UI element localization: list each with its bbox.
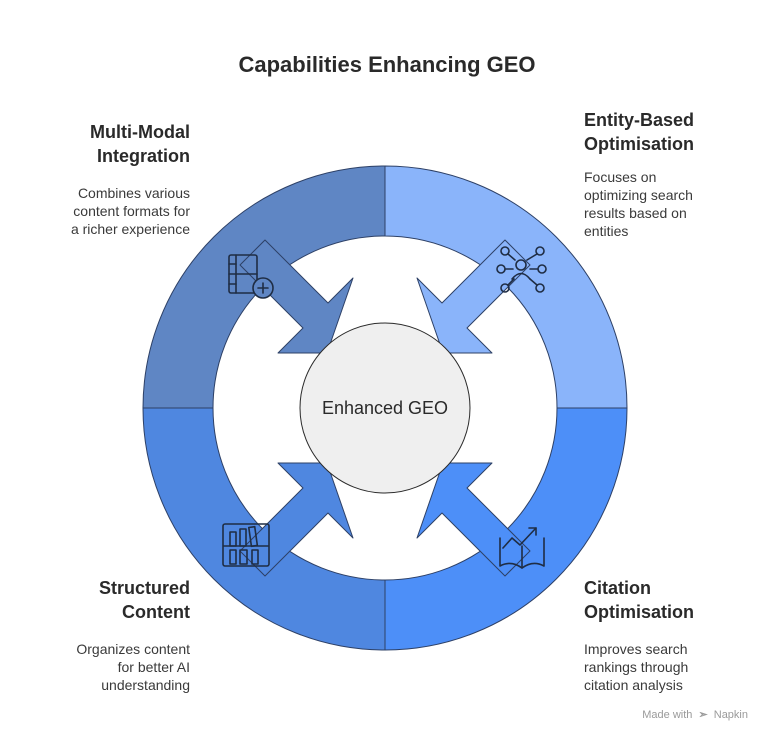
label-structured-content: Structured Content	[98, 578, 190, 622]
desc-multi-modal-integration: Combines various content formats for a r…	[70, 185, 190, 237]
footer-brand: Napkin	[713, 709, 748, 721]
page-title: Capabilities Enhancing GEO	[238, 52, 536, 77]
bookshelf-icon	[222, 523, 270, 567]
napkin-logo-icon: ➣	[698, 709, 708, 721]
center-circle	[299, 322, 471, 494]
book-trend-icon	[499, 527, 545, 569]
footer-credit: Made with ➣ Napkin	[642, 708, 748, 721]
arrow-top-left	[239, 239, 354, 354]
quadrant-bottom-right	[384, 407, 628, 651]
desc-entity-based-optimisation: Focuses on optimizing search results bas…	[584, 169, 693, 239]
center-label: Enhanced GEO	[322, 398, 448, 418]
quadrant-bottom-left	[142, 407, 386, 651]
desc-citation-optimisation: Improves search rankings through citatio…	[584, 641, 689, 693]
footer-made-with: Made with	[642, 709, 693, 721]
film-plus-icon	[228, 254, 274, 299]
label-entity-based-optimisation: Entity-Based Optimisation	[584, 110, 695, 154]
quadrant-top-right	[384, 165, 628, 409]
arrow-bottom-right	[416, 462, 531, 577]
quadrant-top-left	[142, 165, 386, 409]
label-multi-modal-integration: Multi-Modal Integration	[90, 122, 190, 166]
desc-structured-content: Organizes content for better AI understa…	[76, 641, 190, 693]
arrow-top-right	[416, 239, 531, 354]
network-person-icon	[496, 246, 547, 293]
label-citation-optimisation: Citation Optimisation	[584, 578, 695, 622]
